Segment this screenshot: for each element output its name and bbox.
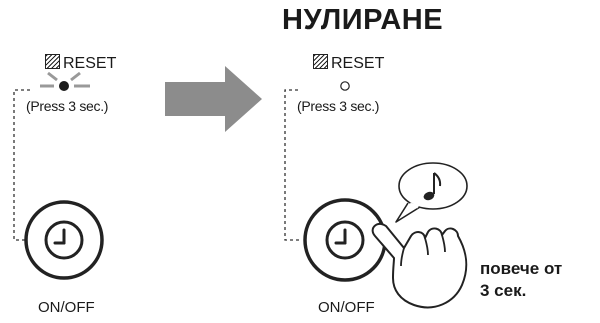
dashed-connector-left (13, 89, 30, 241)
on-off-label-right: ON/OFF (318, 299, 375, 316)
led-blinking-icon (40, 71, 90, 91)
music-note-icon (423, 172, 442, 201)
arrow-right-icon (165, 66, 262, 132)
hold-note-line2: 3 сек. (480, 281, 527, 300)
reset-label-right: RESET (313, 54, 384, 73)
hold-duration-note: повече от 3 сек. (480, 258, 562, 302)
hold-note-line1: повече от (480, 259, 563, 278)
on-off-label-left: ON/OFF (38, 299, 95, 316)
press-note-left: (Press 3 sec.) (26, 98, 109, 114)
clock-icon (44, 220, 84, 260)
pressing-finger-icon (371, 222, 468, 309)
press-note-right: (Press 3 sec.) (297, 98, 380, 114)
led-off-icon (340, 81, 350, 91)
reset-hatch-icon (313, 54, 328, 69)
dashed-connector-right (284, 89, 300, 241)
clock-icon (325, 220, 365, 260)
reset-label-left: RESET (45, 54, 116, 73)
on-off-button-right[interactable] (303, 198, 387, 282)
sound-bubble (395, 162, 468, 223)
reset-hatch-icon (45, 54, 60, 69)
page-title: НУЛИРАНЕ (282, 4, 444, 36)
on-off-button-left[interactable] (24, 200, 104, 280)
